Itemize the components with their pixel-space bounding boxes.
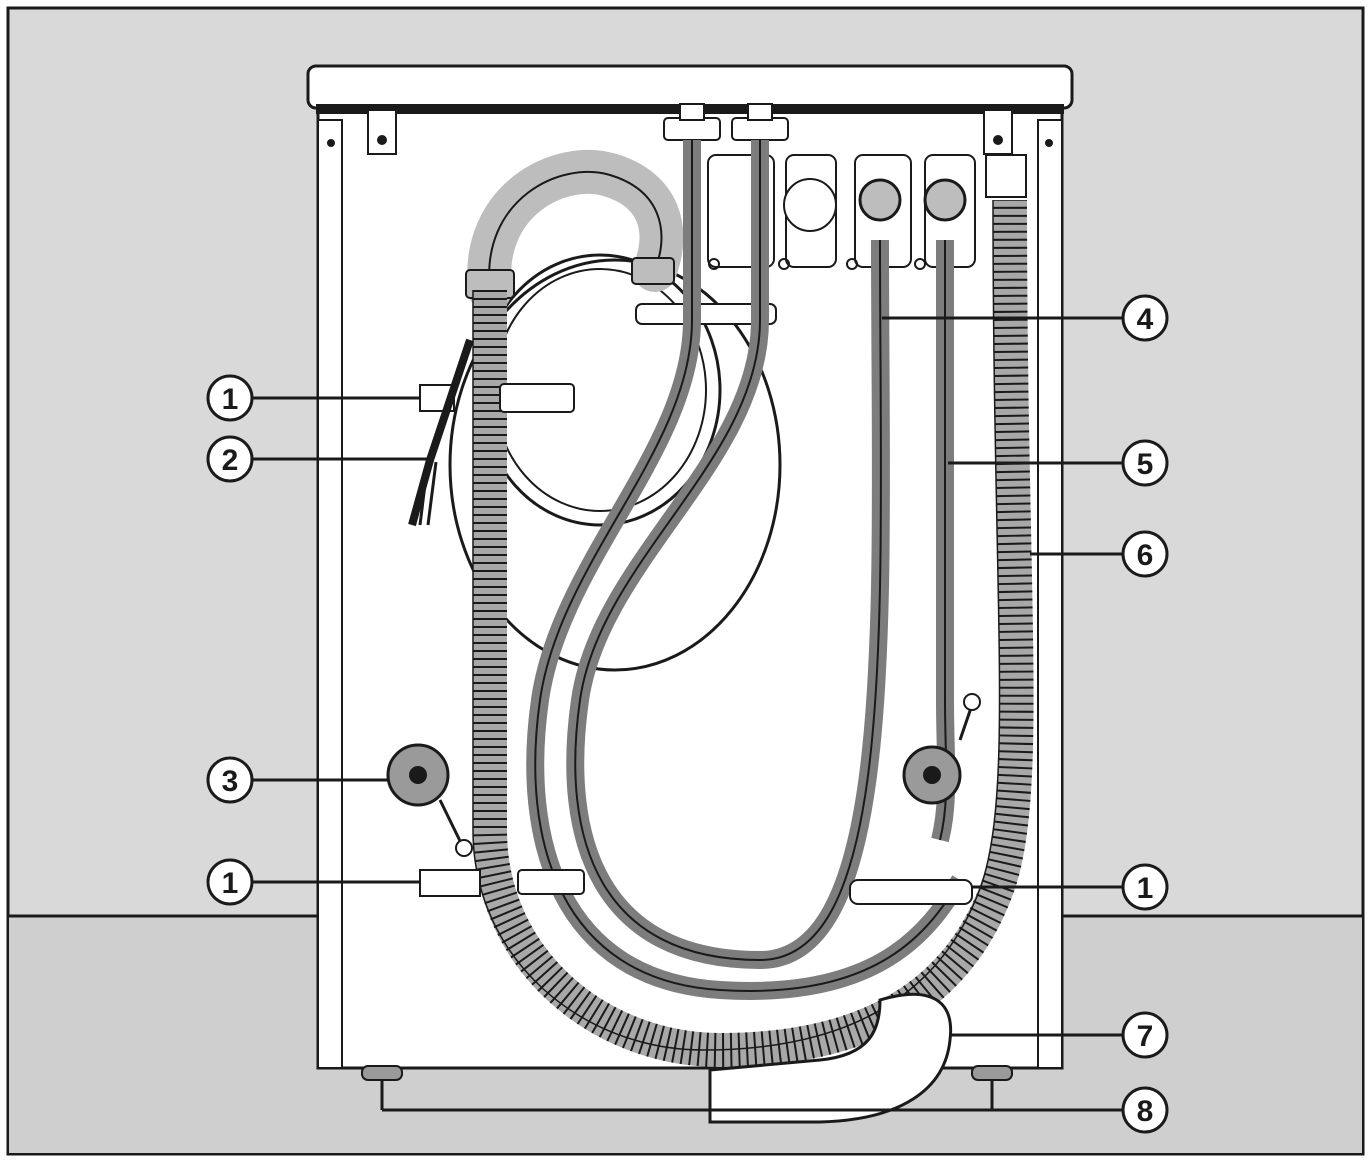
callout-2: 2 bbox=[206, 435, 254, 483]
drain-hose-corrugated bbox=[473, 199, 1034, 1068]
callout-4: 4 bbox=[1121, 294, 1169, 342]
cabinet-right-rail bbox=[1037, 119, 1063, 1069]
hose-bend-support bbox=[708, 992, 953, 1124]
callout-label: 8 bbox=[1137, 1095, 1154, 1128]
cabinet-left-rail bbox=[317, 119, 343, 1069]
callout-label: 6 bbox=[1137, 539, 1154, 572]
inlet-valve-left-icon bbox=[858, 178, 902, 222]
left-bracket-screw-icon bbox=[377, 135, 387, 145]
inlet-hoses-upper bbox=[663, 103, 789, 141]
inlet-valve-right-icon bbox=[923, 178, 967, 222]
callout-7: 7 bbox=[1121, 1011, 1169, 1059]
cabinet-top-lid bbox=[306, 64, 1074, 110]
callout-5: 5 bbox=[1121, 439, 1169, 487]
left-rail-screw-icon bbox=[327, 139, 335, 147]
callout-label: 1 bbox=[1137, 872, 1154, 905]
callout-label: 2 bbox=[222, 444, 239, 477]
right-bracket bbox=[983, 109, 1013, 155]
valve-block bbox=[707, 154, 1027, 270]
transit-bolt-left bbox=[386, 743, 473, 857]
left-foot bbox=[361, 1065, 403, 1081]
callout-3: 3 bbox=[206, 756, 254, 804]
callout-label: 7 bbox=[1137, 1020, 1154, 1053]
callout-8: 8 bbox=[1121, 1086, 1169, 1134]
right-bracket-screw-icon bbox=[993, 135, 1003, 145]
callout-label: 1 bbox=[222, 383, 239, 416]
callout-label: 1 bbox=[222, 867, 239, 900]
callout-label: 4 bbox=[1137, 303, 1154, 336]
callout-1-lower-left: 1 bbox=[206, 858, 254, 906]
callout-1-upper-left: 1 bbox=[206, 374, 254, 422]
right-foot bbox=[971, 1065, 1013, 1081]
left-bracket bbox=[367, 109, 397, 155]
aquastop-connector bbox=[985, 154, 1027, 198]
clamp-upper-left bbox=[499, 383, 575, 413]
callout-1-right: 1 bbox=[1121, 863, 1169, 911]
callout-label: 5 bbox=[1137, 448, 1154, 481]
leader-lines bbox=[252, 316, 1122, 1112]
callout-label: 3 bbox=[222, 765, 239, 798]
right-rail-screw-icon bbox=[1045, 139, 1053, 147]
top-hose-clamp bbox=[635, 303, 777, 325]
clamp-lower-right bbox=[849, 879, 973, 905]
callout-6: 6 bbox=[1121, 530, 1169, 578]
clamp-lower-left bbox=[517, 869, 585, 895]
transit-bolt-right bbox=[902, 693, 981, 805]
connector-lower-left bbox=[419, 869, 481, 897]
